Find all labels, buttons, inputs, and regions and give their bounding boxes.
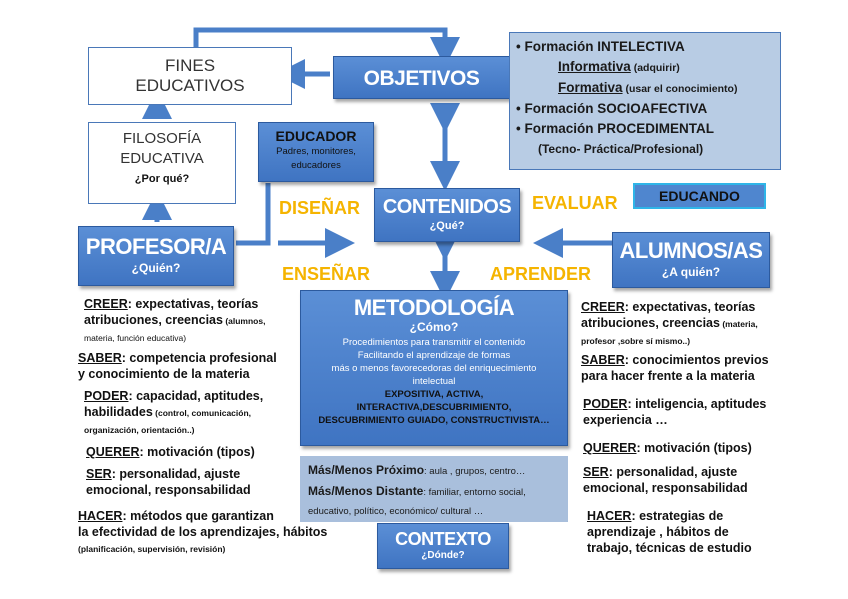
alumnos-creer: CREER: expectativas, teorías atribucione… [581,300,758,346]
metodologia-line-2: Facilitando el aprendizaje de formas [357,350,511,361]
formacion-procedimental: • Formación PROCEDIMENTAL [516,121,714,136]
formacion-box: • Formación INTELECTIVA Informativa (adq… [509,32,781,170]
objetivos-title: OBJETIVOS [363,67,480,90]
profesor-hacer: HACER: métodos que garantizan la efectiv… [78,509,328,554]
label-ensenar: ENSEÑAR [282,264,371,284]
contexto-box: CONTEXTO ¿Dónde? [377,523,509,569]
label-aprender: APRENDER [490,264,592,284]
metodologia-question: ¿Cómo? [409,320,459,334]
filosofia-line-2: EDUCATIVA [120,150,204,167]
fines-educativos-box: FINES EDUCATIVOS [88,47,292,105]
profesor-box: PROFESOR/A ¿Quién? [78,226,234,286]
formacion-tecno: (Tecno- Práctica/Profesional) [538,142,704,156]
metodologia-line-5: EXPOSITIVA, ACTIVA, [384,389,484,400]
arrow-profesor-educador [236,183,271,246]
alumnos-question: ¿A quién? [661,265,721,279]
profesor-question: ¿Quién? [131,261,181,275]
filosofia-line-1: FILOSOFÍA [122,130,202,147]
arrow-fines-objetivos [193,27,460,67]
profesor-title: PROFESOR/A [85,234,227,259]
contexto-otros: educativo, político, económico/ cultural… [308,506,484,517]
label-evaluar: EVALUAR [532,193,618,213]
objetivos-box: OBJETIVOS [333,56,510,99]
metodologia-line-6: INTERACTIVA,DESCUBRIMIENTO, [356,402,512,413]
educador-line-2: educadores [291,160,341,171]
formacion-socioafectiva: • Formación SOCIOAFECTIVA [516,101,708,116]
educador-box: EDUCADOR Padres, monitores, educadores [258,122,374,182]
alumnos-box: ALUMNOS/AS ¿A quién? [612,232,770,288]
alumnos-poder: PODER: inteligencia, aptitudes experienc… [583,397,767,427]
contexto-question: ¿Dónde? [421,550,465,561]
contexto-title: CONTEXTO [395,529,491,549]
alumnos-querer: QUERER: motivación (tipos) [583,441,752,455]
profesor-ser: SER: personalidad, ajuste emocional, res… [86,467,251,497]
alumnos-title: ALUMNOS/AS [619,238,763,263]
formacion-formativa: Formativa (usar el conocimiento) [558,80,738,95]
profesor-saber: SABER: competencia profesional y conocim… [78,351,277,381]
educador-title: EDUCADOR [275,128,357,144]
educando-title: EDUCANDO [659,188,740,204]
alumnos-hacer: HACER: estrategias de aprendizaje , hábi… [587,509,752,555]
contexto-distante: Más/Menos Distante: familiar, entorno so… [308,484,526,498]
contexto-proximo: Más/Menos Próximo: aula , grupos, centro… [308,463,526,477]
metodologia-line-3: más o menos favorecedoras del enriquecim… [331,363,537,374]
formacion-informativa: Informativa (adquirir) [558,59,680,74]
profesor-querer: QUERER: motivación (tipos) [86,445,255,459]
filosofia-box: FILOSOFÍA EDUCATIVA ¿Por qué? [88,122,236,204]
contenidos-question: ¿Qué? [429,220,465,232]
metodologia-box: METODOLOGÍA ¿Cómo? Procedimientos para t… [300,290,568,446]
alumnos-saber: SABER: conocimientos previos para hacer … [581,353,769,383]
metodologia-line-1: Procedimientos para transmitir el conten… [342,337,526,348]
filosofia-question: ¿Por qué? [134,173,190,185]
profesor-creer: CREER: expectativas, teorías atribucione… [84,297,266,343]
contexto-descripcion-box: Más/Menos Próximo: aula , grupos, centro… [300,456,568,522]
fines-line-1: FINES [164,56,216,75]
contenidos-box: CONTENIDOS ¿Qué? [374,188,520,242]
fines-line-2: EDUCATIVOS [135,76,245,95]
metodologia-line-4: intelectual [412,376,456,387]
formacion-intelectiva: • Formación INTELECTIVA [516,39,685,54]
label-disenar: DISEÑAR [279,198,361,218]
educando-box: EDUCANDO [633,183,766,209]
contenidos-title: CONTENIDOS [382,196,512,218]
alumnos-ser: SER: personalidad, ajuste emocional, res… [583,465,748,495]
metodologia-line-7: DESCUBRIMIENTO GUIADO, CONSTRUCTIVISTA… [318,415,550,426]
profesor-poder: PODER: capacidad, aptitudes, habilidades… [84,389,264,435]
educador-line-1: Padres, monitores, [276,146,356,157]
metodologia-title: METODOLOGÍA [353,295,515,320]
